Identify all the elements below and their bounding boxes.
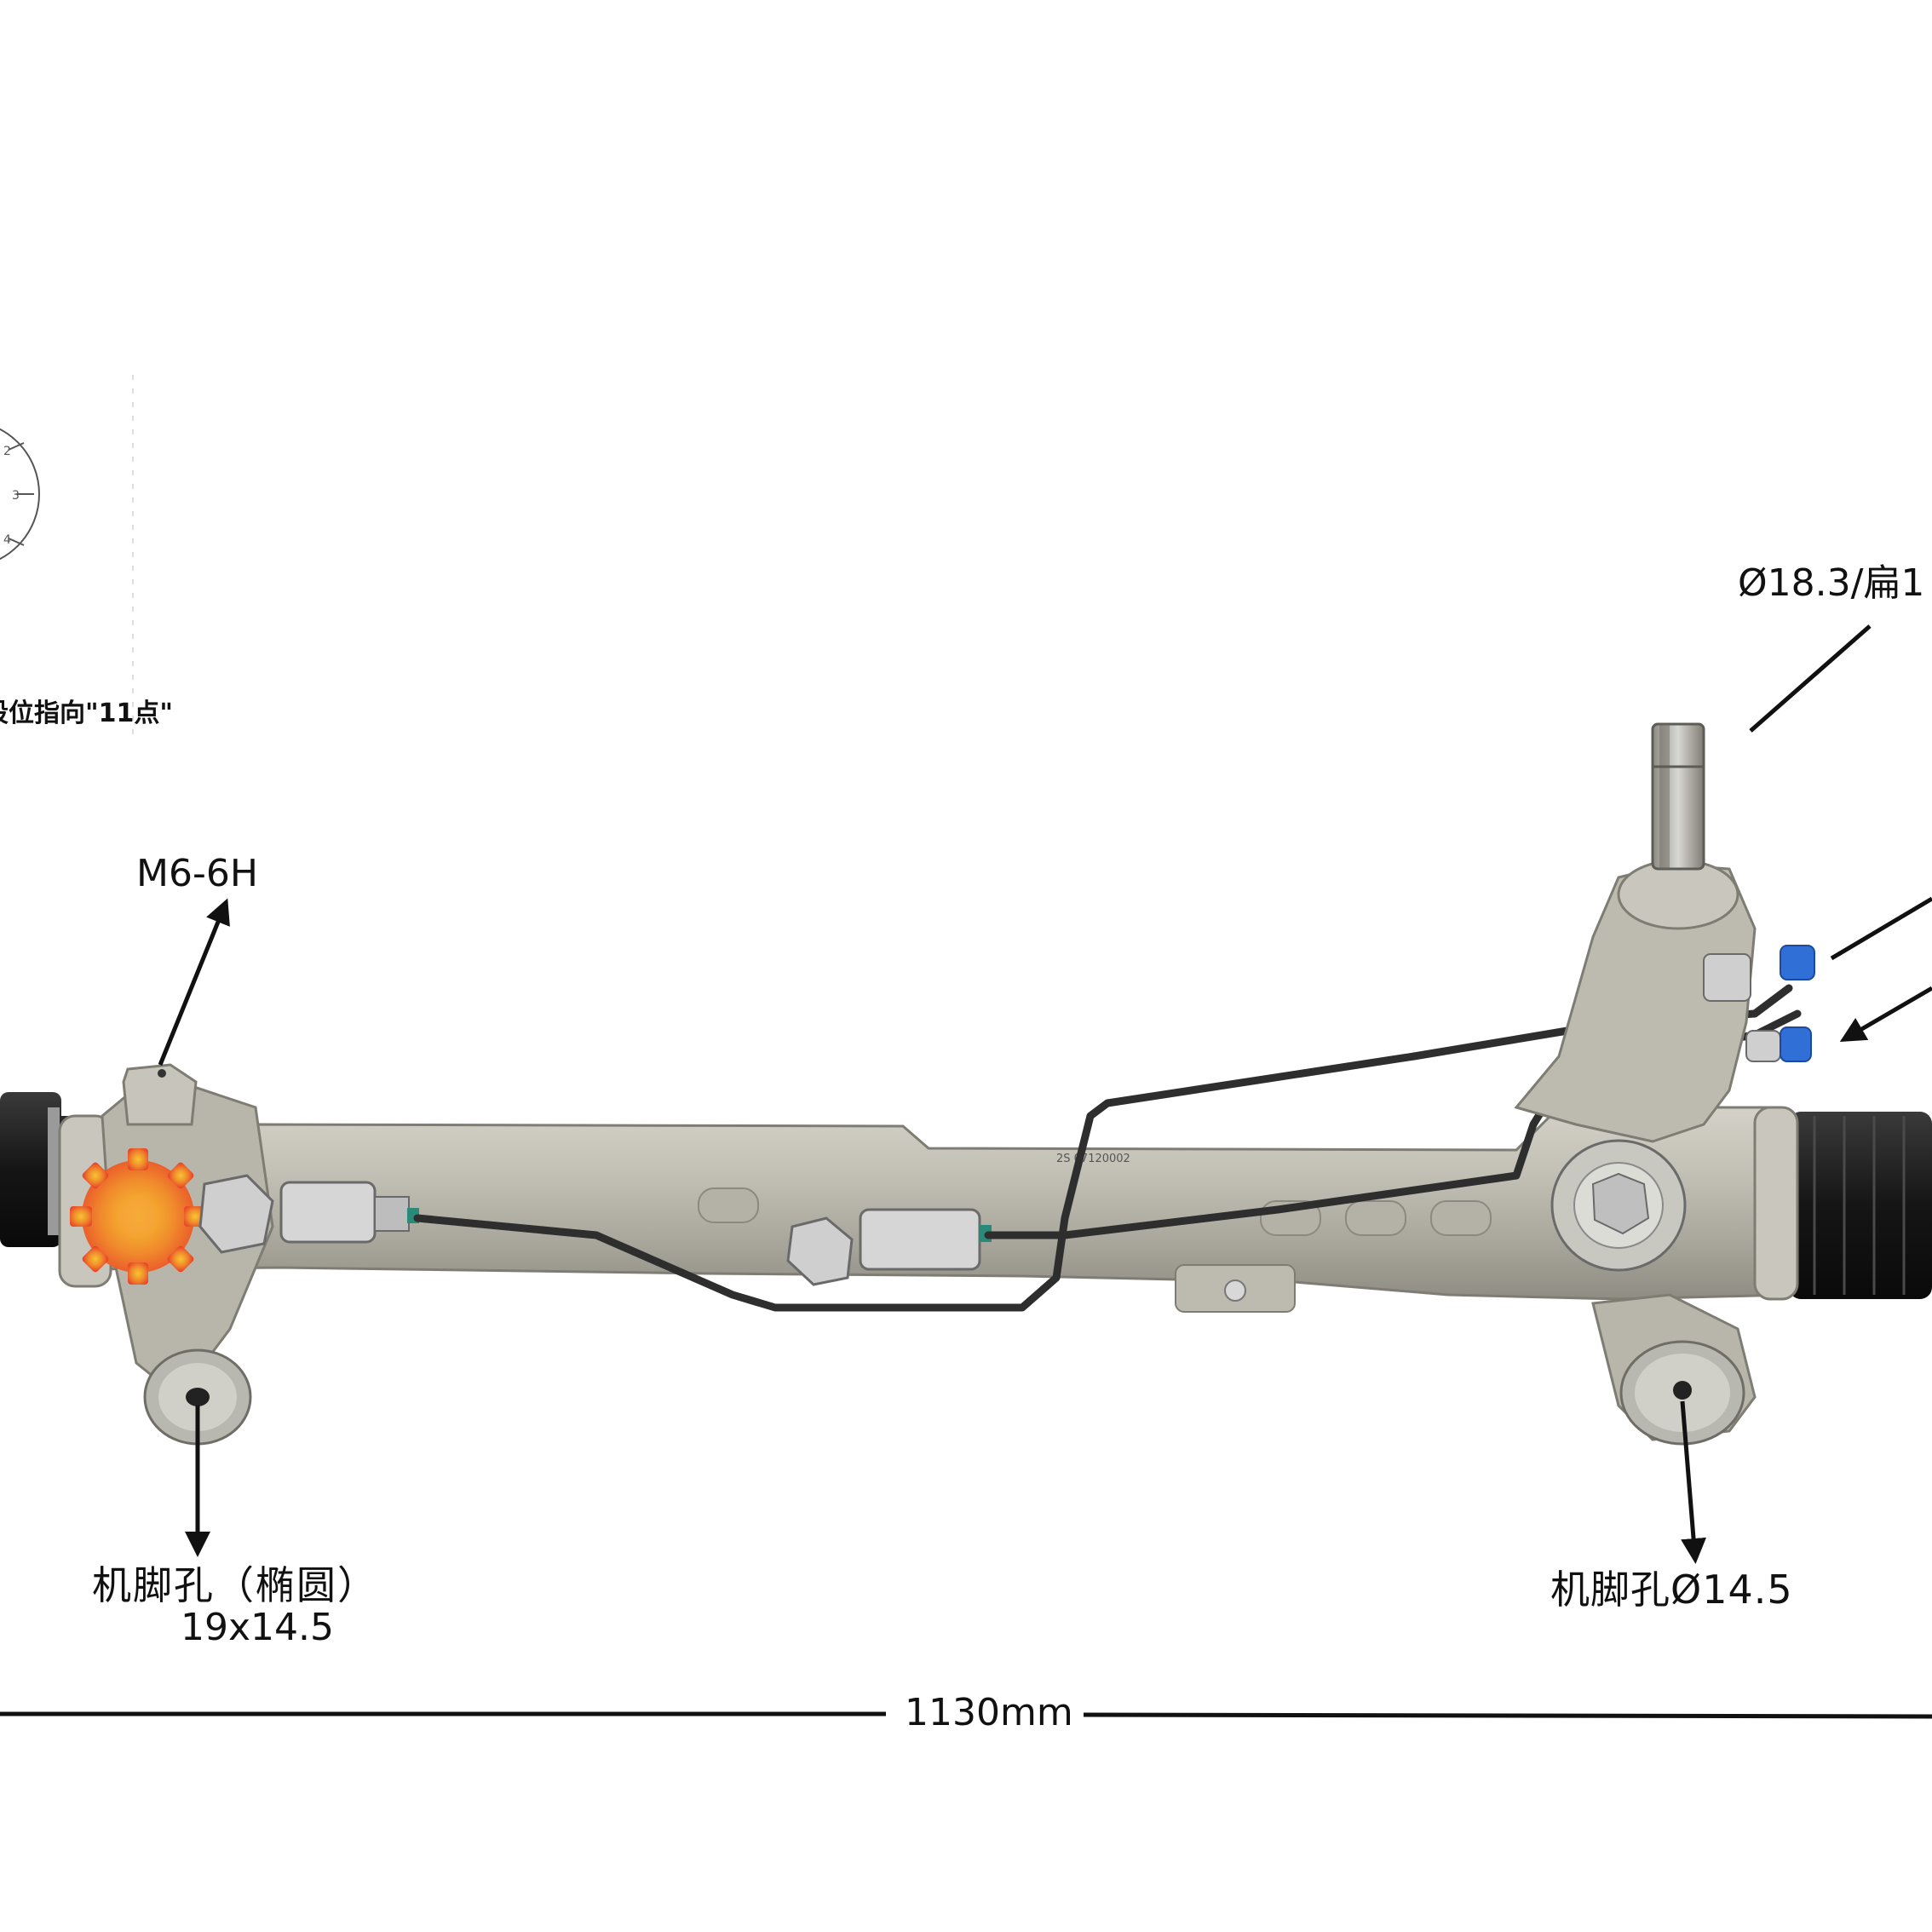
housing-stamp: 2S 07120002	[1056, 1153, 1130, 1165]
position-dial: 2 3 4	[0, 375, 134, 741]
left-mount-hole-label: 机脚孔（椭圆）	[92, 1562, 378, 1608]
dial-tick-4: 4	[3, 533, 11, 547]
right-mount-hole-label: 机脚孔Ø14.5	[1550, 1567, 1793, 1613]
length-dimension-line	[0, 1711, 1932, 1719]
right-mount-lug	[1175, 1264, 1757, 1446]
left-mount-hole-size: 19x14.5	[181, 1606, 334, 1649]
left-fittings	[198, 1174, 992, 1286]
annotation-arrows	[158, 624, 1932, 1564]
input-shaft	[1651, 722, 1705, 871]
dial-tick-2: 2	[3, 445, 11, 458]
input-shaft-label: Ø18.3/扁1	[1738, 561, 1925, 605]
dial-tick-3: 3	[12, 489, 20, 503]
return-ports	[1703, 945, 1815, 1062]
position-note-label: 段位指向"11点"	[0, 699, 174, 728]
pinion-valve-body	[1514, 859, 1757, 1272]
right-boot	[1782, 1112, 1932, 1299]
brand-logo	[70, 1148, 206, 1285]
thread-spec-label: M6-6H	[136, 852, 258, 895]
overall-length-label: 1130mm	[894, 1691, 1084, 1734]
